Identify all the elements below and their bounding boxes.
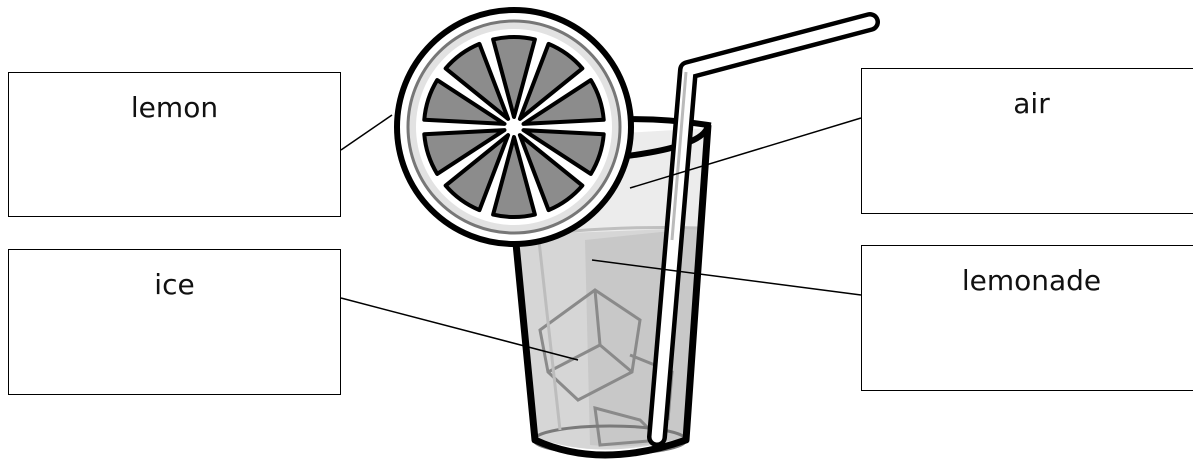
lemon-slice-icon [397, 10, 631, 244]
ice-label-box[interactable]: ice [8, 249, 341, 395]
lemonade-label-box[interactable]: lemonade [861, 245, 1193, 391]
lemon-label-box[interactable]: lemon [8, 72, 341, 217]
lemon-label: lemon [9, 91, 340, 124]
air-label-box[interactable]: air [861, 68, 1193, 214]
lemonade-label: lemonade [862, 264, 1193, 297]
lemon-connector [341, 115, 392, 150]
air-label: air [862, 87, 1193, 120]
ice-label: ice [9, 268, 340, 301]
